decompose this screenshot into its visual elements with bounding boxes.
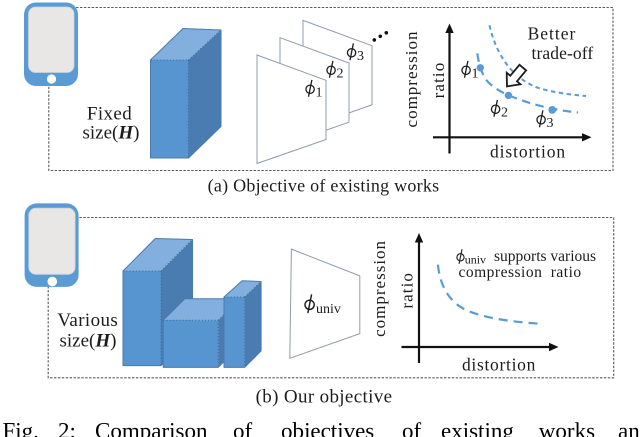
svg-text:supports various: supports various: [494, 248, 596, 265]
svg-text:ratio: ratio: [429, 62, 448, 99]
svg-text:univ: univ: [316, 302, 341, 317]
svg-text:ratio: ratio: [398, 272, 417, 309]
svg-text:3: 3: [547, 116, 554, 131]
svg-text:univ: univ: [465, 253, 486, 267]
svg-text:size(H): size(H): [83, 123, 140, 144]
svg-text:trade-off: trade-off: [532, 43, 594, 63]
svg-text:1: 1: [472, 67, 479, 82]
svg-text:compression: compression: [402, 31, 421, 128]
svg-text:Various: Various: [57, 310, 118, 331]
svg-text:compression ratio: compression ratio: [459, 264, 582, 281]
svg-text:distortion: distortion: [462, 355, 536, 375]
svg-text:(b) Our objective: (b) Our objective: [256, 387, 393, 408]
svg-text:2: 2: [337, 67, 344, 82]
svg-text:2: 2: [501, 106, 508, 121]
svg-text:(a) Objective of existing work: (a) Objective of existing works: [208, 176, 440, 197]
svg-text:Fixed: Fixed: [87, 104, 132, 125]
svg-text:size(H): size(H): [60, 331, 117, 352]
svg-text:Better: Better: [528, 24, 577, 44]
svg-text:distortion: distortion: [490, 142, 566, 162]
svg-text:3: 3: [357, 49, 364, 64]
svg-text:1: 1: [316, 86, 323, 101]
svg-text:compression: compression: [370, 240, 389, 337]
